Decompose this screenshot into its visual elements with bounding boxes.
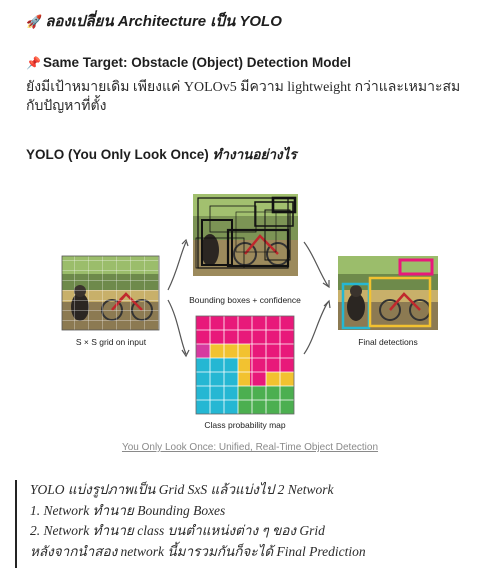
class-probability-map bbox=[195, 315, 295, 415]
bbox-label: Bounding boxes + confidence bbox=[189, 295, 301, 305]
quote-line: YOLO แบ่งรูปภาพเป็น Grid SxS แล้วแบ่งไป … bbox=[30, 482, 334, 497]
target-heading-text: Same Target: Obstacle (Object) Detection… bbox=[42, 55, 352, 70]
yolo-heading-bold: YOLO (You Only Look Once) bbox=[26, 147, 209, 162]
target-heading: 📌Same Target: Obstacle (Object) Detectio… bbox=[26, 55, 351, 70]
bounding-boxes-image bbox=[193, 194, 298, 276]
section-title-text: ลองเปลี่ยน Architecture เป็น YOLO bbox=[45, 13, 282, 30]
final-detections-image bbox=[338, 256, 438, 330]
yolo-heading-italic: ทำงานอย่างไร bbox=[212, 147, 297, 162]
pushpin-icon: 📌 bbox=[26, 56, 41, 70]
figure-caption-link[interactable]: You Only Look Once: Unified, Real-Time O… bbox=[121, 442, 379, 453]
yolo-diagram: S × S grid on input Bounding boxes + bbox=[60, 190, 440, 430]
summary-blockquote: YOLO แบ่งรูปภาพเป็น Grid SxS แล้วแบ่งไป … bbox=[15, 480, 485, 568]
quote-line: 1. Network ทำนาย Bounding Boxes bbox=[30, 502, 226, 518]
rocket-icon: 🚀 bbox=[26, 14, 43, 29]
flow-arrows bbox=[167, 238, 331, 358]
quote-line: 2. Network ทำนาย class บนตำแหน่งต่าง ๆ ข… bbox=[30, 523, 325, 538]
class-map-label: Class probability map bbox=[204, 420, 286, 430]
section-title: 🚀ลองเปลี่ยน Architecture เป็น YOLO bbox=[26, 9, 282, 33]
grid-label: S × S grid on input bbox=[76, 337, 147, 347]
yolo-heading: YOLO (You Only Look Once) ทำงานอย่างไร bbox=[26, 143, 297, 165]
quote-line: หลังจากนำสอง network นี้มารวมกันก็จะได้ … bbox=[30, 543, 366, 559]
final-label: Final detections bbox=[358, 337, 418, 347]
target-body: ยังมีเป้าหมายเดิม เพียงแค่ YOLOv5 มีความ… bbox=[26, 80, 461, 114]
grid-input-image bbox=[61, 255, 160, 331]
